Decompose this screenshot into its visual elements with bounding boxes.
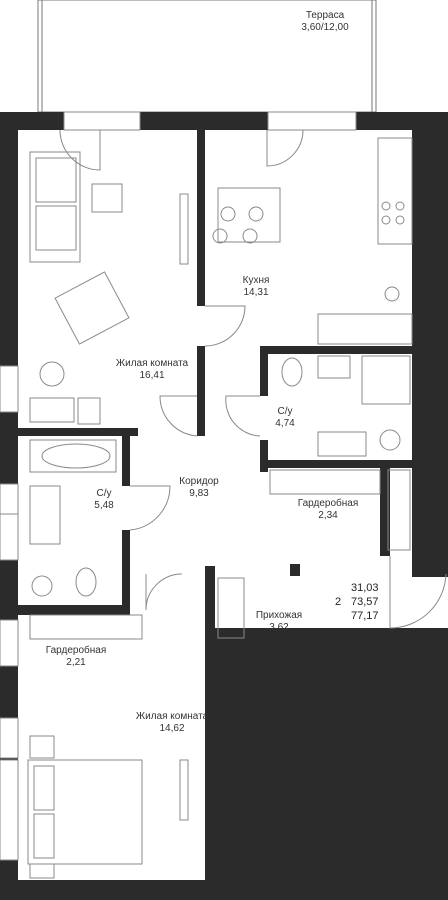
room-label-bath-1: С/у 4,74 (275, 406, 294, 430)
room-area: 14,31 (243, 287, 269, 298)
room-name: Гардеробная (297, 498, 359, 509)
room-label-hallway: Прихожая 3,62 (256, 610, 302, 634)
room-name: С/у (96, 488, 112, 499)
room-name: Жилая комната (115, 358, 189, 369)
room-label-living-1: Жилая комната 16,41 (116, 358, 188, 382)
room-label-corridor: Коридор 9,83 (179, 476, 219, 500)
rooms-count: 2 (335, 596, 342, 608)
room-label-bath-2: С/у 5,48 (94, 488, 113, 512)
room-label-kitchen: Кухня 14,31 (243, 275, 270, 299)
room-name: С/у (277, 406, 293, 417)
area-with-terrace: 77,17 (351, 610, 379, 622)
room-name: Коридор (179, 476, 219, 487)
interior-walls (18, 130, 412, 806)
room-area: 2,21 (66, 657, 86, 668)
room-area: 5,48 (94, 500, 114, 511)
room-area: 3,60/12,00 (301, 22, 349, 33)
room-area: 4,74 (275, 418, 295, 429)
room-area: 3,62 (269, 622, 289, 633)
room-label-wardrobe-2: Гардеробная 2,21 (46, 645, 107, 669)
apartment-area-summary: 2 31,03 73,57 77,17 (318, 579, 406, 627)
room-label-wardrobe-1: Гардеробная 2,34 (298, 498, 359, 522)
room-area: 9,83 (189, 488, 209, 499)
room-name: Прихожая (255, 610, 303, 621)
room-label-living-2: Жилая комната 14,62 (136, 711, 208, 735)
room-area: 14,62 (159, 723, 185, 734)
room-area: 2,34 (318, 510, 338, 521)
room-name: Жилая комната (135, 711, 209, 722)
doors (59, 129, 447, 629)
windows (0, 111, 357, 861)
area-living: 31,03 (351, 582, 379, 594)
room-label-terrace: Терраса 3,60/12,00 (301, 10, 348, 34)
room-area: 16,41 (139, 370, 165, 381)
furniture (27, 137, 413, 879)
room-name: Гардеробная (45, 645, 107, 656)
room-name: Терраса (305, 10, 345, 21)
area-total: 73,57 (351, 596, 379, 608)
room-name: Кухня (242, 275, 270, 286)
area-values: 31,03 73,57 77,17 (351, 581, 379, 623)
